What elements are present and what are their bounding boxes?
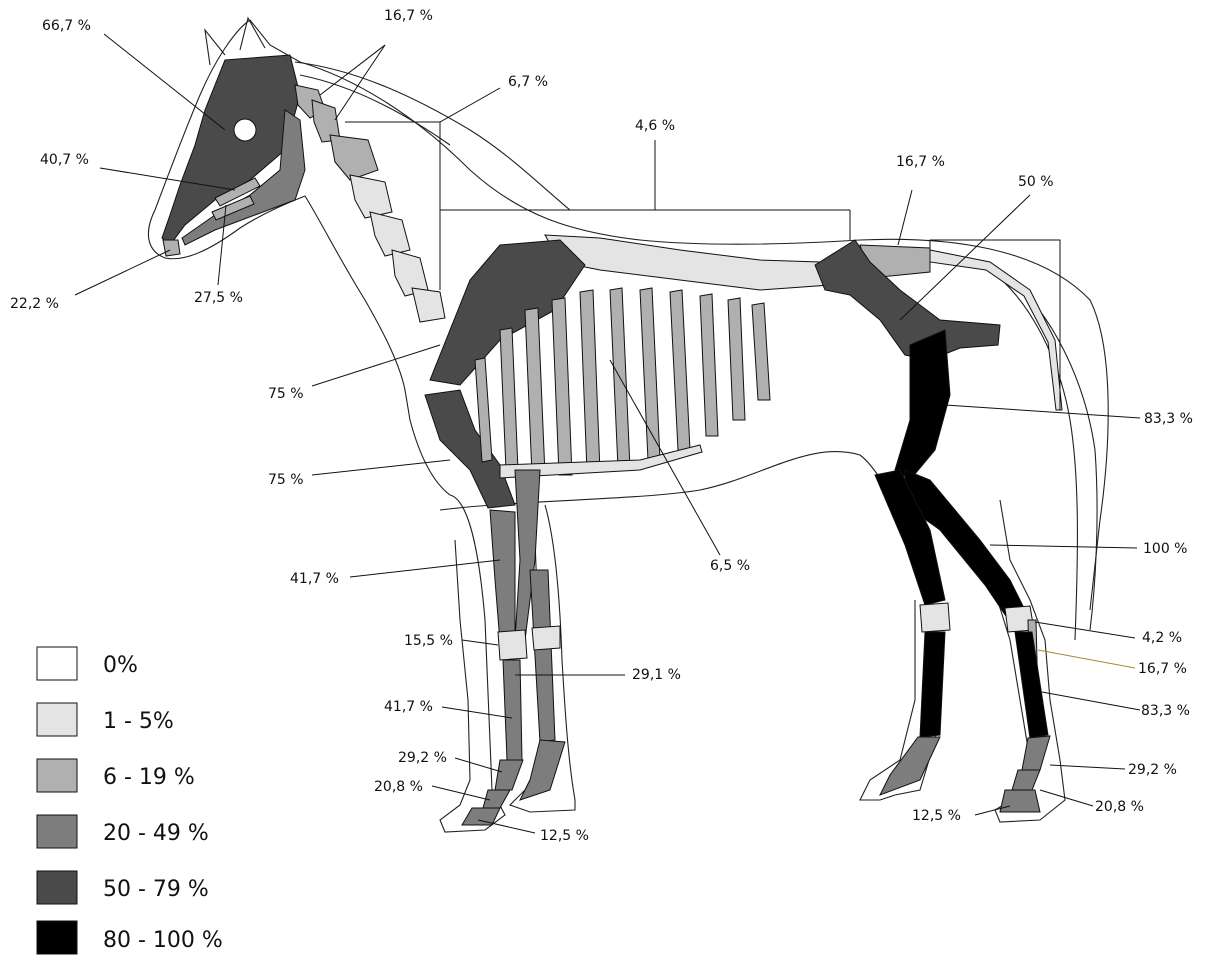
far-hind-tarsus-bone <box>920 603 950 632</box>
rib-2 <box>500 328 518 470</box>
label-lower-teeth: 27,5 % <box>194 290 243 306</box>
label-carpus: 15,5 % <box>404 633 453 649</box>
label-hind-p3: 12,5 % <box>912 808 961 824</box>
label-hind-p1: 29,2 % <box>1128 762 1177 778</box>
legend-swatch <box>37 815 77 848</box>
far-fore-hoof-bone <box>520 740 565 800</box>
legend: 0% 1 - 5% 6 - 19 % 20 - 49 % 50 - 79 % 8… <box>37 647 223 954</box>
rib-5 <box>580 290 600 472</box>
cervical-bone-1 <box>330 135 378 180</box>
rib-11 <box>752 303 770 400</box>
label-tarsus: 4,2 % <box>1142 630 1182 646</box>
label-sacrum: 16,7 % <box>896 154 945 170</box>
legend-swatch <box>37 921 77 954</box>
label-fore-p1: 29,2 % <box>398 750 447 766</box>
legend-item: 6 - 19 % <box>37 759 195 792</box>
legend-item: 20 - 49 % <box>37 815 209 848</box>
legend-label: 1 - 5% <box>103 709 174 734</box>
far-fore-cannon-bone <box>530 570 555 742</box>
legend-swatch <box>37 871 77 904</box>
label-radius: 41,7 % <box>290 571 339 587</box>
label-metatarsal: 83,3 % <box>1141 703 1190 719</box>
hind-p3-bone <box>1000 790 1040 812</box>
label-femur: 83,3 % <box>1144 411 1193 427</box>
radius-bone <box>490 510 515 642</box>
label-hind-p2: 20,8 % <box>1095 799 1144 815</box>
label-thoracic: 4,6 % <box>635 118 675 134</box>
legend-swatch <box>37 759 77 792</box>
label-fore-p2: 20,8 % <box>374 779 423 795</box>
fore-p1-bone <box>495 760 523 790</box>
legend-label: 0% <box>103 653 138 678</box>
humerus-bone <box>425 390 515 508</box>
rib-4 <box>552 298 572 475</box>
skull-eye-socket <box>234 119 256 141</box>
label-skull: 66,7 % <box>42 18 91 34</box>
label-upper-teeth: 40,7 % <box>40 152 89 168</box>
bones <box>162 55 1062 825</box>
label-tibia: 100 % <box>1143 541 1187 557</box>
label-fore-p3: 12,5 % <box>540 828 589 844</box>
rib-10 <box>728 298 745 420</box>
label-scapula: 75 % <box>268 386 304 402</box>
label-incisors: 22,2 % <box>10 296 59 312</box>
legend-label: 20 - 49 % <box>103 821 209 846</box>
hind-p1-bone <box>1022 736 1050 770</box>
label-metatarsal-small: 16,7 % <box>1138 661 1187 677</box>
legend-item: 0% <box>37 647 138 680</box>
cervical-bone-5 <box>412 288 445 322</box>
cervical-bone-2 <box>350 175 392 218</box>
label-humerus: 75 % <box>268 472 304 488</box>
cervical-bone-3 <box>370 212 410 256</box>
far-fore-carpus-bone <box>532 626 560 650</box>
rib-8 <box>670 290 690 450</box>
incisors-bone <box>163 240 180 256</box>
legend-swatch <box>37 647 77 680</box>
label-ribs: 6,5 % <box>710 558 750 574</box>
far-hind-cannon-bone <box>920 632 945 737</box>
label-atlas-axis: 16,7 % <box>384 8 433 24</box>
legend-item: 80 - 100 % <box>37 921 223 954</box>
rib-9 <box>700 294 718 436</box>
legend-label: 50 - 79 % <box>103 877 209 902</box>
label-cervical: 6,7 % <box>508 74 548 90</box>
label-pelvis: 50 % <box>1018 174 1054 190</box>
legend-label: 6 - 19 % <box>103 765 195 790</box>
carpus-bone <box>498 630 527 660</box>
percentage-labels: 66,7 % 16,7 % 6,7 % 4,6 % 16,7 % 50 % 40… <box>10 8 1193 844</box>
label-metacarpal-small: 29,1 % <box>632 667 681 683</box>
metatarsal-bone <box>1015 632 1048 738</box>
far-hind-hoof-bone <box>880 737 940 795</box>
legend-item: 1 - 5% <box>37 703 174 736</box>
legend-item: 50 - 79 % <box>37 871 209 904</box>
label-metacarpal: 41,7 % <box>384 699 433 715</box>
hind-p2-bone <box>1012 770 1040 790</box>
legend-label: 80 - 100 % <box>103 928 223 953</box>
legend-swatch <box>37 703 77 736</box>
rib-3 <box>525 308 545 475</box>
rib-7 <box>640 288 660 460</box>
